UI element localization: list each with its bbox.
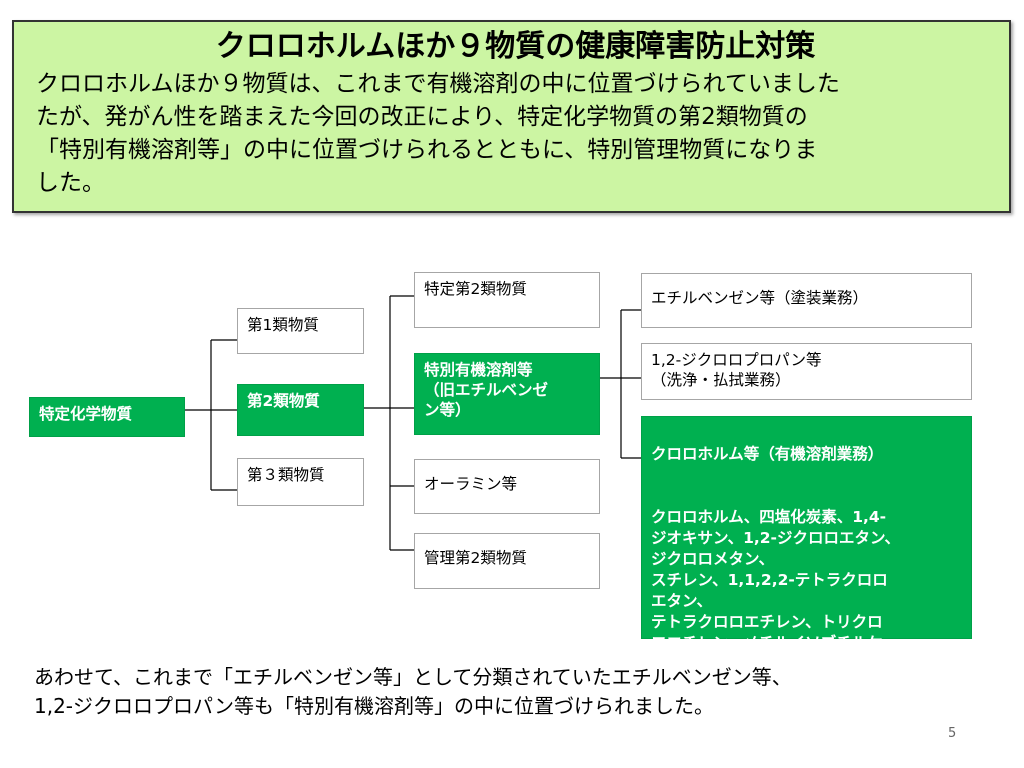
node-class1: 第1類物質 (237, 308, 364, 354)
node-class2: 第2類物質 (237, 384, 364, 436)
node-specified-chemical: 特定化学物質 (29, 397, 185, 437)
node-chloroform-group: クロロホルム等（有機溶剤業務） クロロホルム、四塩化炭素、1,4- ジオキサン、… (641, 416, 972, 673)
node-class3: 第３類物質 (237, 458, 364, 506)
node-managed-class2: 管理第2類物質 (414, 533, 600, 589)
header-box: クロロホルムほか９物質の健康障害防止対策 クロロホルムほか９物質は、これまで有機… (12, 20, 1011, 213)
node-specific-class2: 特定第2類物質 (414, 272, 600, 328)
footer-note: あわせて、これまで「エチルベンゼン等」として分類されていたエチルベンゼン等、 1… (34, 665, 792, 718)
chloroform-group-heading: クロロホルム等（有機溶剤業務） (651, 445, 884, 463)
node-ethylbenzene: エチルベンゼン等（塗装業務） (641, 273, 972, 328)
node-dichloropropane: 1,2-ジクロロプロパン等 （洗浄・払拭業務） (641, 343, 972, 400)
page-number: 5 (948, 726, 957, 741)
slide-title: クロロホルムほか９物質の健康障害防止対策 (215, 29, 816, 64)
chloroform-group-list: クロロホルム、四塩化炭素、1,4- ジオキサン、1,2-ジクロロエタン、 ジクロ… (651, 508, 901, 673)
node-auramine: オーラミン等 (414, 459, 600, 514)
node-special-organic-solvents: 特別有機溶剤等 （旧エチルベンゼ ン等） (414, 353, 600, 435)
intro-text: クロロホルムほか９物質は、これまで有機溶剤の中に位置づけられていました たが、発… (36, 71, 840, 196)
